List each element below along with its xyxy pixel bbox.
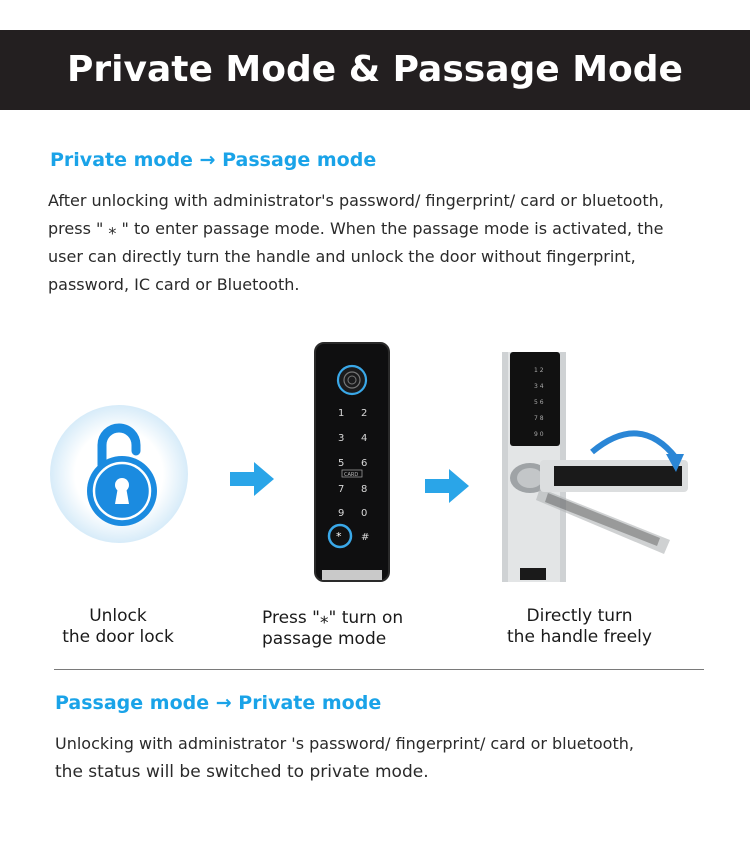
key-2: 2 (361, 408, 367, 419)
section-heading-passage-to-private: Passage mode → Private mode (55, 692, 382, 714)
open-padlock-icon (87, 423, 157, 526)
key-8: 8 (361, 484, 367, 495)
arrow-right-icon (230, 462, 274, 496)
unlock-padlock-illustration (50, 405, 188, 543)
key-3: 3 (338, 433, 344, 444)
key-9: 9 (338, 508, 344, 519)
description-line: Unlocking with administrator 's password… (55, 734, 634, 753)
description-line: the status will be switched to private m… (55, 762, 429, 782)
description-line: press " ⁎ " to enter passage mode. When … (48, 219, 664, 238)
card-label: CARD (344, 472, 358, 478)
step-caption-press-star: Press "⁎" turn on passage mode (262, 608, 404, 649)
key-0: 0 (361, 508, 367, 519)
description-line: password, IC card or Bluetooth. (48, 275, 300, 294)
key-7: 7 (338, 484, 344, 495)
door-handle-illustration: 1 2 3 4 5 6 7 8 9 0 (502, 352, 688, 582)
step-caption-turn-handle: Directly turn the handle freely (507, 606, 652, 647)
section-divider (54, 669, 704, 670)
key-4: 4 (361, 433, 367, 444)
svg-text:9 0: 9 0 (534, 431, 544, 438)
description-line: After unlocking with administrator's pas… (48, 191, 664, 210)
svg-text:5 6: 5 6 (534, 399, 544, 406)
svg-text:1 2: 1 2 (534, 367, 544, 374)
arrow-right-icon (425, 469, 469, 503)
page-title: Private Mode & Passage Mode (67, 49, 683, 90)
description-line: user can directly turn the handle and un… (48, 247, 636, 266)
section-description-private-to-passage: After unlocking with administrator's pas… (48, 187, 728, 299)
svg-text:7 8: 7 8 (534, 415, 544, 422)
key-6: 6 (361, 458, 367, 469)
key-1: 1 (338, 408, 344, 419)
key-hash: # (361, 532, 369, 543)
key-star: * (336, 530, 342, 543)
smart-lock-keypad-illustration: 1 2 3 4 5 6 CARD 7 8 9 0 * # (314, 342, 390, 582)
keypad-face: 1 2 3 4 5 6 CARD 7 8 9 0 * # (322, 364, 382, 580)
section-heading-private-to-passage: Private mode → Passage mode (50, 149, 377, 171)
step-caption-unlock: Unlock the door lock (62, 606, 174, 647)
key-5: 5 (338, 458, 344, 469)
header-banner: Private Mode & Passage Mode (0, 30, 750, 110)
section-description-passage-to-private: Unlocking with administrator 's password… (55, 729, 735, 787)
svg-text:3 4: 3 4 (534, 383, 544, 390)
